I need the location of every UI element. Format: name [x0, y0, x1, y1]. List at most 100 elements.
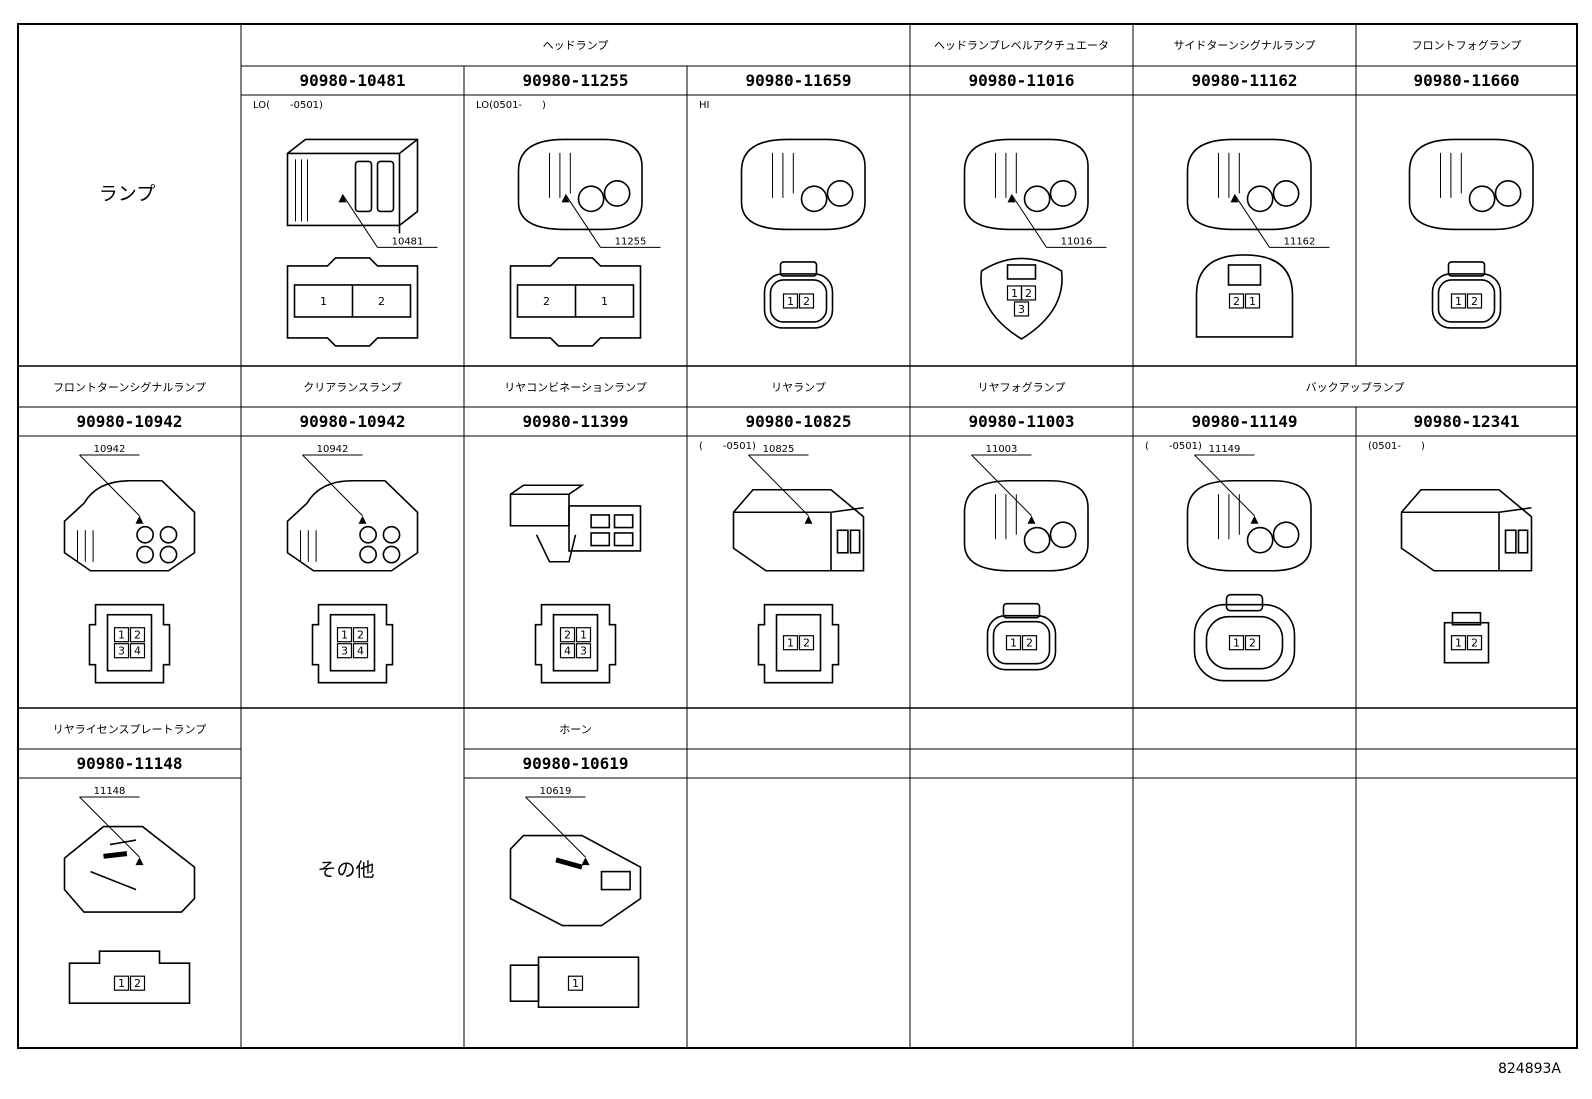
part-callout: 11148 [79, 786, 144, 866]
part-number: 90980-10942 [77, 412, 183, 431]
pin-number: 1 [601, 295, 608, 308]
pin-number: 1 [1010, 637, 1017, 650]
part-number: 90980-11659 [746, 71, 852, 90]
connector-perspective-drawing [1186, 479, 1312, 572]
lamp-name-header: バックアップランプ [1306, 381, 1405, 394]
connector-face-drawing: 1 [509, 956, 640, 1009]
pin-number: 4 [357, 645, 364, 658]
svg-text:10942: 10942 [317, 444, 349, 455]
part-number: 90980-11148 [77, 754, 183, 773]
reference-number: 824893A [1498, 1061, 1561, 1077]
pin-number: 1 [1011, 287, 1018, 300]
grid-lines [17, 23, 1578, 1049]
part-number: 90980-11255 [523, 71, 629, 90]
svg-text:10942: 10942 [94, 444, 126, 455]
pin-number: 2 [378, 295, 385, 308]
pin-number: 1 [572, 977, 579, 990]
svg-text:11162: 11162 [1284, 236, 1316, 247]
connector-perspective-drawing [1186, 138, 1312, 231]
pin-number: 2 [134, 629, 141, 642]
svg-text:10619: 10619 [540, 786, 572, 797]
pin-number: 2 [543, 295, 550, 308]
part-number: 90980-10619 [523, 754, 629, 773]
part-callout: 10825 [748, 444, 813, 524]
connector-perspective-drawing [509, 834, 642, 927]
part-number: 90980-11660 [1414, 71, 1520, 90]
part-number: 90980-11149 [1192, 412, 1298, 431]
connector-perspective-drawing [1408, 138, 1534, 231]
connector-perspective-drawing [63, 479, 196, 572]
part-number: 90980-12341 [1414, 412, 1520, 431]
svg-text:10825: 10825 [763, 444, 795, 455]
pin-number: 2 [1025, 287, 1032, 300]
lamp-name-header: リヤライセンスプレートランプ [53, 723, 206, 736]
pin-number: 2 [134, 977, 141, 990]
connector-note: LO( -0501) [253, 100, 323, 111]
connector-perspective-drawing [286, 138, 419, 234]
pin-number: 2 [803, 637, 810, 650]
connector-perspective-drawing [963, 479, 1089, 572]
svg-text:11148: 11148 [94, 786, 126, 797]
outer-border [17, 23, 1578, 1049]
connector-cells: ヘッドランプヘッドランプレベルアクチュエータサイドターンシグナルランプフロントフ… [53, 38, 1534, 1009]
connector-note: ( -0501) [699, 441, 756, 452]
lamp-name-header: フロントターンシグナルランプ [53, 380, 206, 394]
lamp-name-header: ヘッドランプレベルアクチュエータ [934, 39, 1109, 52]
lamp-name-header: ヘッドランプ [543, 39, 609, 52]
part-callout: 10942 [79, 444, 144, 524]
pin-number: 2 [1471, 295, 1478, 308]
pin-number: 1 [320, 295, 327, 308]
pin-number: 1 [341, 629, 348, 642]
connector-perspective-drawing [963, 138, 1089, 231]
pin-number: 1 [118, 977, 125, 990]
part-callout: 11162 [1230, 194, 1330, 248]
svg-text:11016: 11016 [1061, 236, 1093, 247]
connector-perspective-drawing [509, 484, 642, 563]
lamp-name-header: サイドターンシグナルランプ [1173, 38, 1315, 52]
part-callout: 11003 [971, 444, 1036, 524]
connector-perspective-drawing [732, 488, 865, 572]
part-number: 90980-10825 [746, 412, 852, 431]
part-callout: 10942 [302, 444, 367, 524]
pin-number: 2 [564, 629, 571, 642]
part-callout: 11016 [1007, 194, 1107, 248]
lamp-name-header: ホーン [559, 723, 591, 736]
lamp-name-header: リヤフォグランプ [978, 380, 1066, 394]
connector-note: HI [699, 100, 709, 111]
pin-number: 1 [1249, 295, 1256, 308]
category-lamp-label: ランプ [99, 183, 155, 205]
pin-number: 2 [1233, 295, 1240, 308]
pin-number: 2 [357, 629, 364, 642]
pin-number: 4 [564, 645, 571, 658]
pin-number: 3 [341, 645, 348, 658]
pin-number: 1 [1455, 295, 1462, 308]
part-number: 90980-10942 [300, 412, 406, 431]
category-other-label: その他 [317, 859, 374, 881]
part-number: 90980-11003 [969, 412, 1075, 431]
pin-number: 1 [1455, 637, 1462, 650]
connector-note: ( -0501) [1145, 441, 1202, 452]
lamp-name-header: リヤランプ [771, 381, 826, 394]
part-number: 90980-11016 [969, 71, 1075, 90]
pin-number: 3 [118, 645, 125, 658]
pin-number: 2 [1026, 637, 1033, 650]
pin-number: 2 [803, 295, 810, 308]
connector-note: LO(0501- ) [476, 100, 546, 111]
pin-number: 1 [1233, 637, 1240, 650]
connector-note: (0501- ) [1368, 441, 1425, 452]
svg-text:11003: 11003 [986, 444, 1018, 455]
part-callout: 11255 [561, 194, 661, 248]
pin-number: 4 [134, 645, 141, 658]
